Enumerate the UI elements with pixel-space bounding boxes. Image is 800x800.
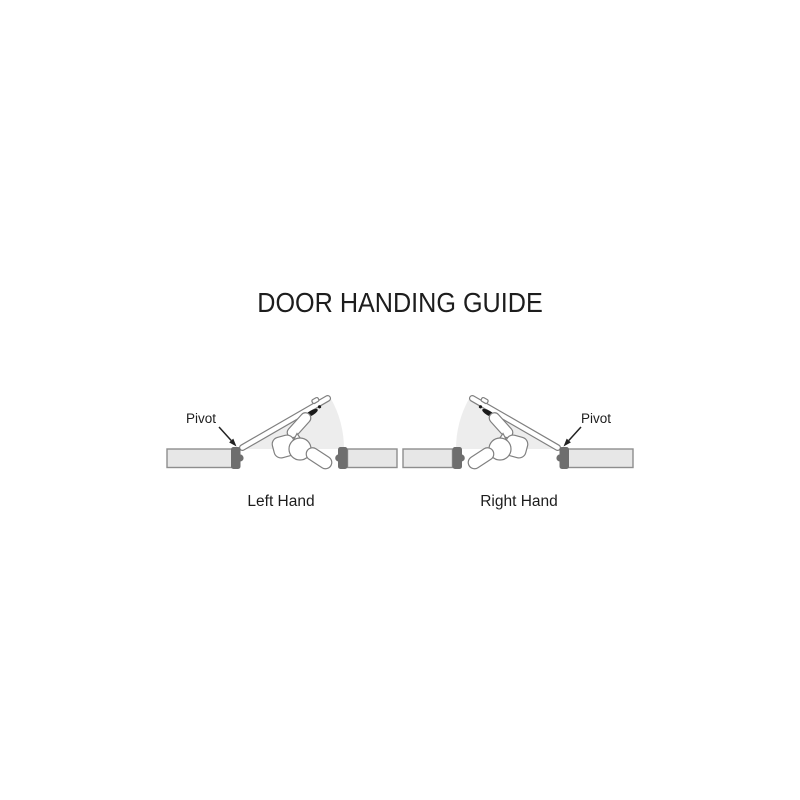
diagram-title: DOOR HANDING GUIDE bbox=[257, 287, 543, 319]
pivot-label-right: Pivot bbox=[581, 411, 611, 426]
left-walls bbox=[166, 447, 398, 469]
pivot-label-left: Pivot bbox=[186, 411, 216, 426]
caption-left-hand: Left Hand bbox=[247, 493, 314, 510]
left-pivot-arrow bbox=[218, 426, 237, 447]
left-pivot-knuckle bbox=[236, 454, 244, 462]
left-inner-wall bbox=[346, 448, 398, 469]
left-pivot-arrow-head bbox=[229, 438, 237, 447]
left-pivot-arrow-line bbox=[218, 426, 232, 442]
left-door-closer-knob bbox=[311, 396, 320, 405]
left-outer-wall bbox=[166, 448, 234, 469]
left-diagram bbox=[166, 395, 398, 470]
left-strike-jamb bbox=[338, 447, 348, 469]
left-strike-knuckle bbox=[335, 454, 343, 462]
right-diagram bbox=[402, 390, 634, 472]
left-person-figure bbox=[271, 412, 333, 470]
caption-right-hand: Right Hand bbox=[480, 493, 558, 510]
left-door-handle-dot bbox=[317, 405, 322, 409]
left-pivot-jamb bbox=[231, 447, 241, 469]
left-person-arm-lower bbox=[305, 447, 333, 470]
